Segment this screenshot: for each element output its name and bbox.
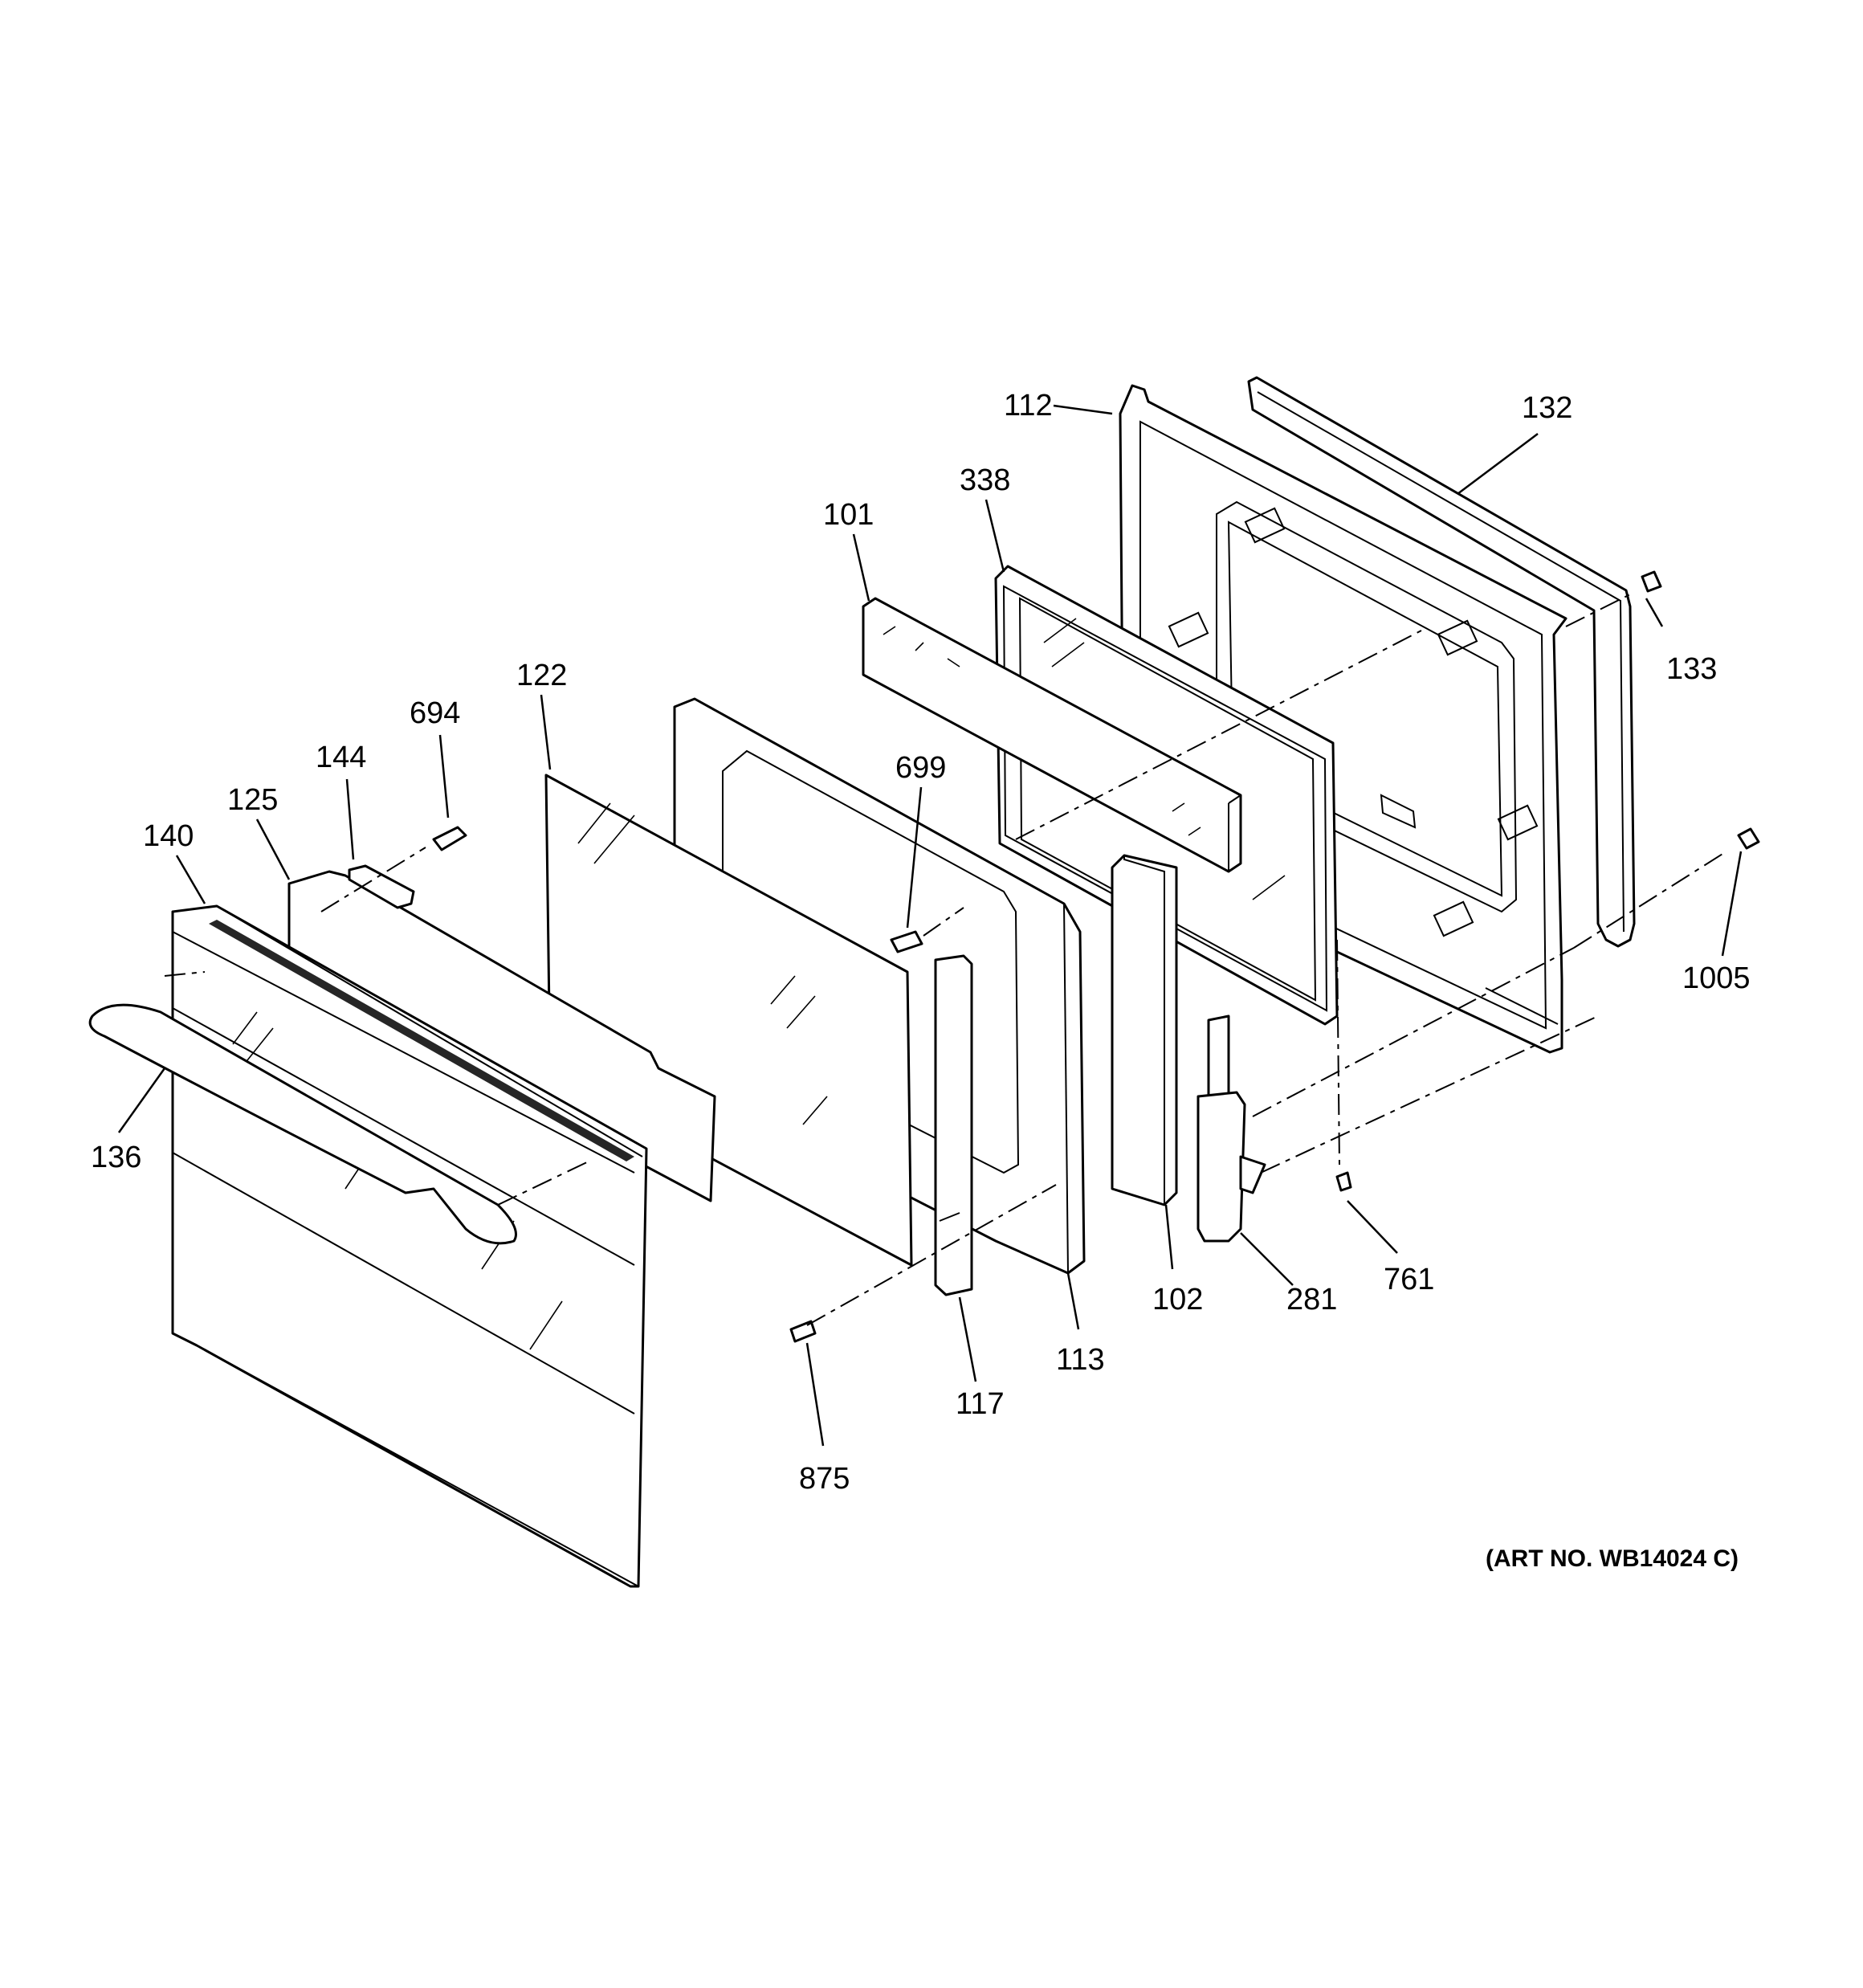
bracket-144	[348, 864, 415, 909]
assembly-lines	[164, 594, 1727, 1326]
callout-132: 132	[1522, 391, 1572, 425]
callout-labels: 112 132 338 101 133 122 694 144 125 140 …	[91, 389, 1751, 1496]
callout-117: 117	[956, 1387, 1005, 1421]
callout-761: 761	[1384, 1263, 1434, 1296]
insulation-101	[862, 597, 1242, 873]
outer-door-panel-140	[171, 904, 648, 1588]
callout-122: 122	[516, 659, 567, 692]
door-gasket-132	[1247, 376, 1636, 948]
callout-101: 101	[823, 498, 874, 532]
callout-144: 144	[316, 741, 366, 774]
screw-761	[1335, 1171, 1352, 1192]
callout-140: 140	[143, 819, 194, 853]
screw-699	[890, 930, 923, 953]
callout-112: 112	[1004, 389, 1053, 423]
callout-136: 136	[91, 1141, 141, 1174]
callout-125: 125	[227, 783, 278, 817]
insulation-102	[1111, 854, 1178, 1206]
clip-133	[1641, 570, 1662, 593]
callout-133: 133	[1666, 652, 1717, 686]
screw-1005	[1737, 827, 1760, 850]
leader-lines	[117, 404, 1743, 1447]
callout-102: 102	[1152, 1283, 1203, 1316]
hinge-281	[1196, 1014, 1266, 1243]
art-number: (ART NO. WB14024 C)	[1486, 1545, 1739, 1572]
callout-1005: 1005	[1682, 961, 1751, 995]
callout-694: 694	[410, 696, 460, 730]
hinge-channel-117	[934, 954, 973, 1296]
screw-694	[432, 826, 467, 851]
screw-875	[789, 1320, 817, 1343]
callout-113: 113	[1056, 1343, 1105, 1377]
callout-338: 338	[960, 463, 1010, 497]
callout-875: 875	[799, 1462, 850, 1496]
door-handle-136	[88, 1003, 517, 1245]
callout-281: 281	[1286, 1283, 1337, 1316]
glass-panel-122	[544, 774, 913, 1267]
callout-699: 699	[895, 751, 946, 785]
